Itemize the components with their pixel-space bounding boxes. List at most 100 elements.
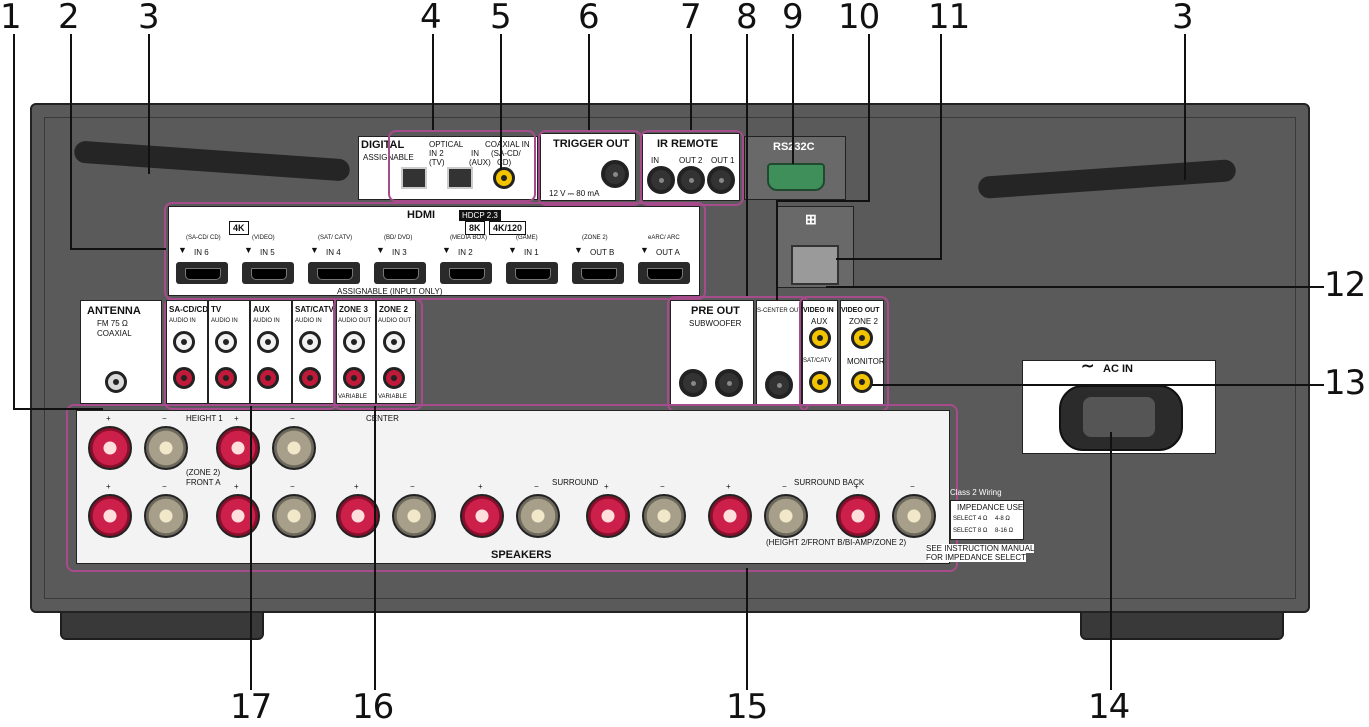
speaker-terminal-minus[interactable] (272, 426, 316, 470)
callout-15: 15 (726, 687, 768, 727)
leader-4 (432, 34, 434, 130)
video-in-aux-jack[interactable] (809, 327, 831, 349)
audio-in-left-jack[interactable] (173, 331, 195, 353)
speaker-terminal-minus[interactable] (642, 494, 686, 538)
speaker-terminal-minus[interactable] (392, 494, 436, 538)
antenna-coax-label: COAXIAL (97, 329, 132, 338)
audio-in-left-jack[interactable] (257, 331, 279, 353)
speaker-terminal-plus[interactable] (88, 426, 132, 470)
plus-label: + (234, 414, 239, 423)
hdmi-port[interactable] (638, 262, 690, 284)
hdmi-port[interactable] (572, 262, 624, 284)
minus-label: − (162, 414, 167, 423)
leader-10-v2 (776, 200, 778, 300)
audio-in-left-jack[interactable] (299, 331, 321, 353)
hdmi-port[interactable] (242, 262, 294, 284)
leader-10-h (776, 200, 870, 202)
speaker-terminal-plus[interactable] (216, 426, 260, 470)
network-icon: ⊞ (805, 211, 817, 227)
class2-wiring-label: Class 2 Wiring (950, 488, 1002, 497)
speaker-terminal-plus[interactable] (586, 494, 630, 538)
impedance-table: IMPEDANCE USE SELECT 4 Ω 4-8 Ω SELECT 8 … (950, 500, 1024, 540)
ir-in-jack[interactable] (647, 166, 675, 194)
ac-in-socket[interactable] (1059, 385, 1183, 451)
hdmi-port[interactable] (440, 262, 492, 284)
hdmi-port[interactable] (374, 262, 426, 284)
ir-out2-jack[interactable] (677, 166, 705, 194)
speaker-terminal-plus[interactable] (88, 494, 132, 538)
hdmi-port-label: IN 2 (458, 248, 473, 257)
impedance-note-1: SEE INSTRUCTION MANUAL (926, 544, 1035, 553)
speaker-terminal-plus[interactable] (460, 494, 504, 538)
leader-7 (690, 34, 692, 130)
audio-in-right-jack[interactable] (215, 367, 237, 389)
rs232c-port[interactable] (767, 163, 825, 191)
lan-port[interactable] (791, 245, 839, 285)
subwoofer-out-1[interactable] (679, 369, 707, 397)
speakers-title: SPEAKERS (491, 549, 552, 561)
leader-3-left (148, 34, 150, 174)
zone-right-jack[interactable] (343, 367, 365, 389)
callout-10: 10 (838, 0, 880, 37)
ac-in-symbol: ∼ (1081, 358, 1095, 375)
hdmi-port[interactable] (506, 262, 558, 284)
audio-in-right-jack[interactable] (299, 367, 321, 389)
surround-back-sub-label: (HEIGHT 2/FRONT B/BI-AMP/ZONE 2) (766, 538, 907, 547)
trigger-out-panel: TRIGGER OUT 12 V ⎓ 80 mA (540, 133, 636, 201)
video-in-sat-jack[interactable] (809, 371, 831, 393)
speaker-terminal-minus[interactable] (892, 494, 936, 538)
video-in-title: VIDEO IN (803, 307, 834, 314)
s-center-panel: S-CENTER OUT (756, 300, 802, 406)
video-in-aux-label: AUX (811, 317, 828, 326)
fm-antenna-jack[interactable] (105, 371, 127, 393)
speaker-terminal-minus[interactable] (144, 494, 188, 538)
leader-16 (374, 406, 376, 690)
hdmi-4k120-label: 4K/120 (489, 221, 527, 235)
hdmi-port[interactable] (308, 262, 360, 284)
optical-in2-jack[interactable] (401, 167, 427, 189)
audio-in-left-jack[interactable] (215, 331, 237, 353)
zone-sub: AUDIO OUT (338, 318, 372, 324)
zone-left-jack[interactable] (383, 331, 405, 353)
audio-in-right-jack[interactable] (173, 367, 195, 389)
zone-left-jack[interactable] (343, 331, 365, 353)
audio-in-name: AUX (253, 305, 270, 314)
speaker-terminal-minus[interactable] (272, 494, 316, 538)
front-a-label: FRONT A (186, 478, 221, 487)
speaker-terminal-plus[interactable] (216, 494, 260, 538)
minus-label: − (782, 482, 787, 491)
antenna-fm-label: FM 75 Ω (97, 319, 128, 328)
speaker-terminal-minus[interactable] (516, 494, 560, 538)
plus-label: + (354, 482, 359, 491)
hdmi-port[interactable] (176, 262, 228, 284)
speaker-terminal-plus[interactable] (708, 494, 752, 538)
impedance-row2a: SELECT 8 Ω (953, 528, 988, 534)
audio-in-right-jack[interactable] (257, 367, 279, 389)
leader-2-h (70, 248, 166, 250)
speaker-terminal-plus[interactable] (836, 494, 880, 538)
video-out-zone2-jack[interactable] (851, 327, 873, 349)
minus-label: − (290, 414, 295, 423)
speaker-terminal-minus[interactable] (764, 494, 808, 538)
trigger-out-jack[interactable] (601, 160, 629, 188)
leader-1-h (13, 408, 103, 410)
zone-audio-highlight (333, 298, 423, 410)
zone-right-jack[interactable] (383, 367, 405, 389)
audio-in-sub: AUDIO IN (295, 318, 322, 324)
pre-out-highlight (667, 296, 809, 412)
video-out-title: VIDEO OUT (841, 307, 880, 314)
subwoofer-out-2[interactable] (715, 369, 743, 397)
audio-in-sub: AUDIO IN (211, 318, 238, 324)
optical-in-aux-jack[interactable] (447, 167, 473, 189)
pre-out-subwoofer-label: SUBWOOFER (689, 319, 742, 328)
s-center-out-jack[interactable] (765, 371, 793, 399)
video-out-monitor-jack[interactable] (851, 371, 873, 393)
speaker-terminal-plus[interactable] (336, 494, 380, 538)
coaxial-in-jack[interactable] (493, 167, 515, 189)
hdmi-port-sublabel: (ZONE 2) (582, 235, 608, 241)
speaker-terminal-minus[interactable] (144, 426, 188, 470)
zone-name: ZONE 3 (339, 305, 368, 314)
ir-out1-jack[interactable] (707, 166, 735, 194)
hdmi-port-label: OUT B (590, 248, 615, 257)
